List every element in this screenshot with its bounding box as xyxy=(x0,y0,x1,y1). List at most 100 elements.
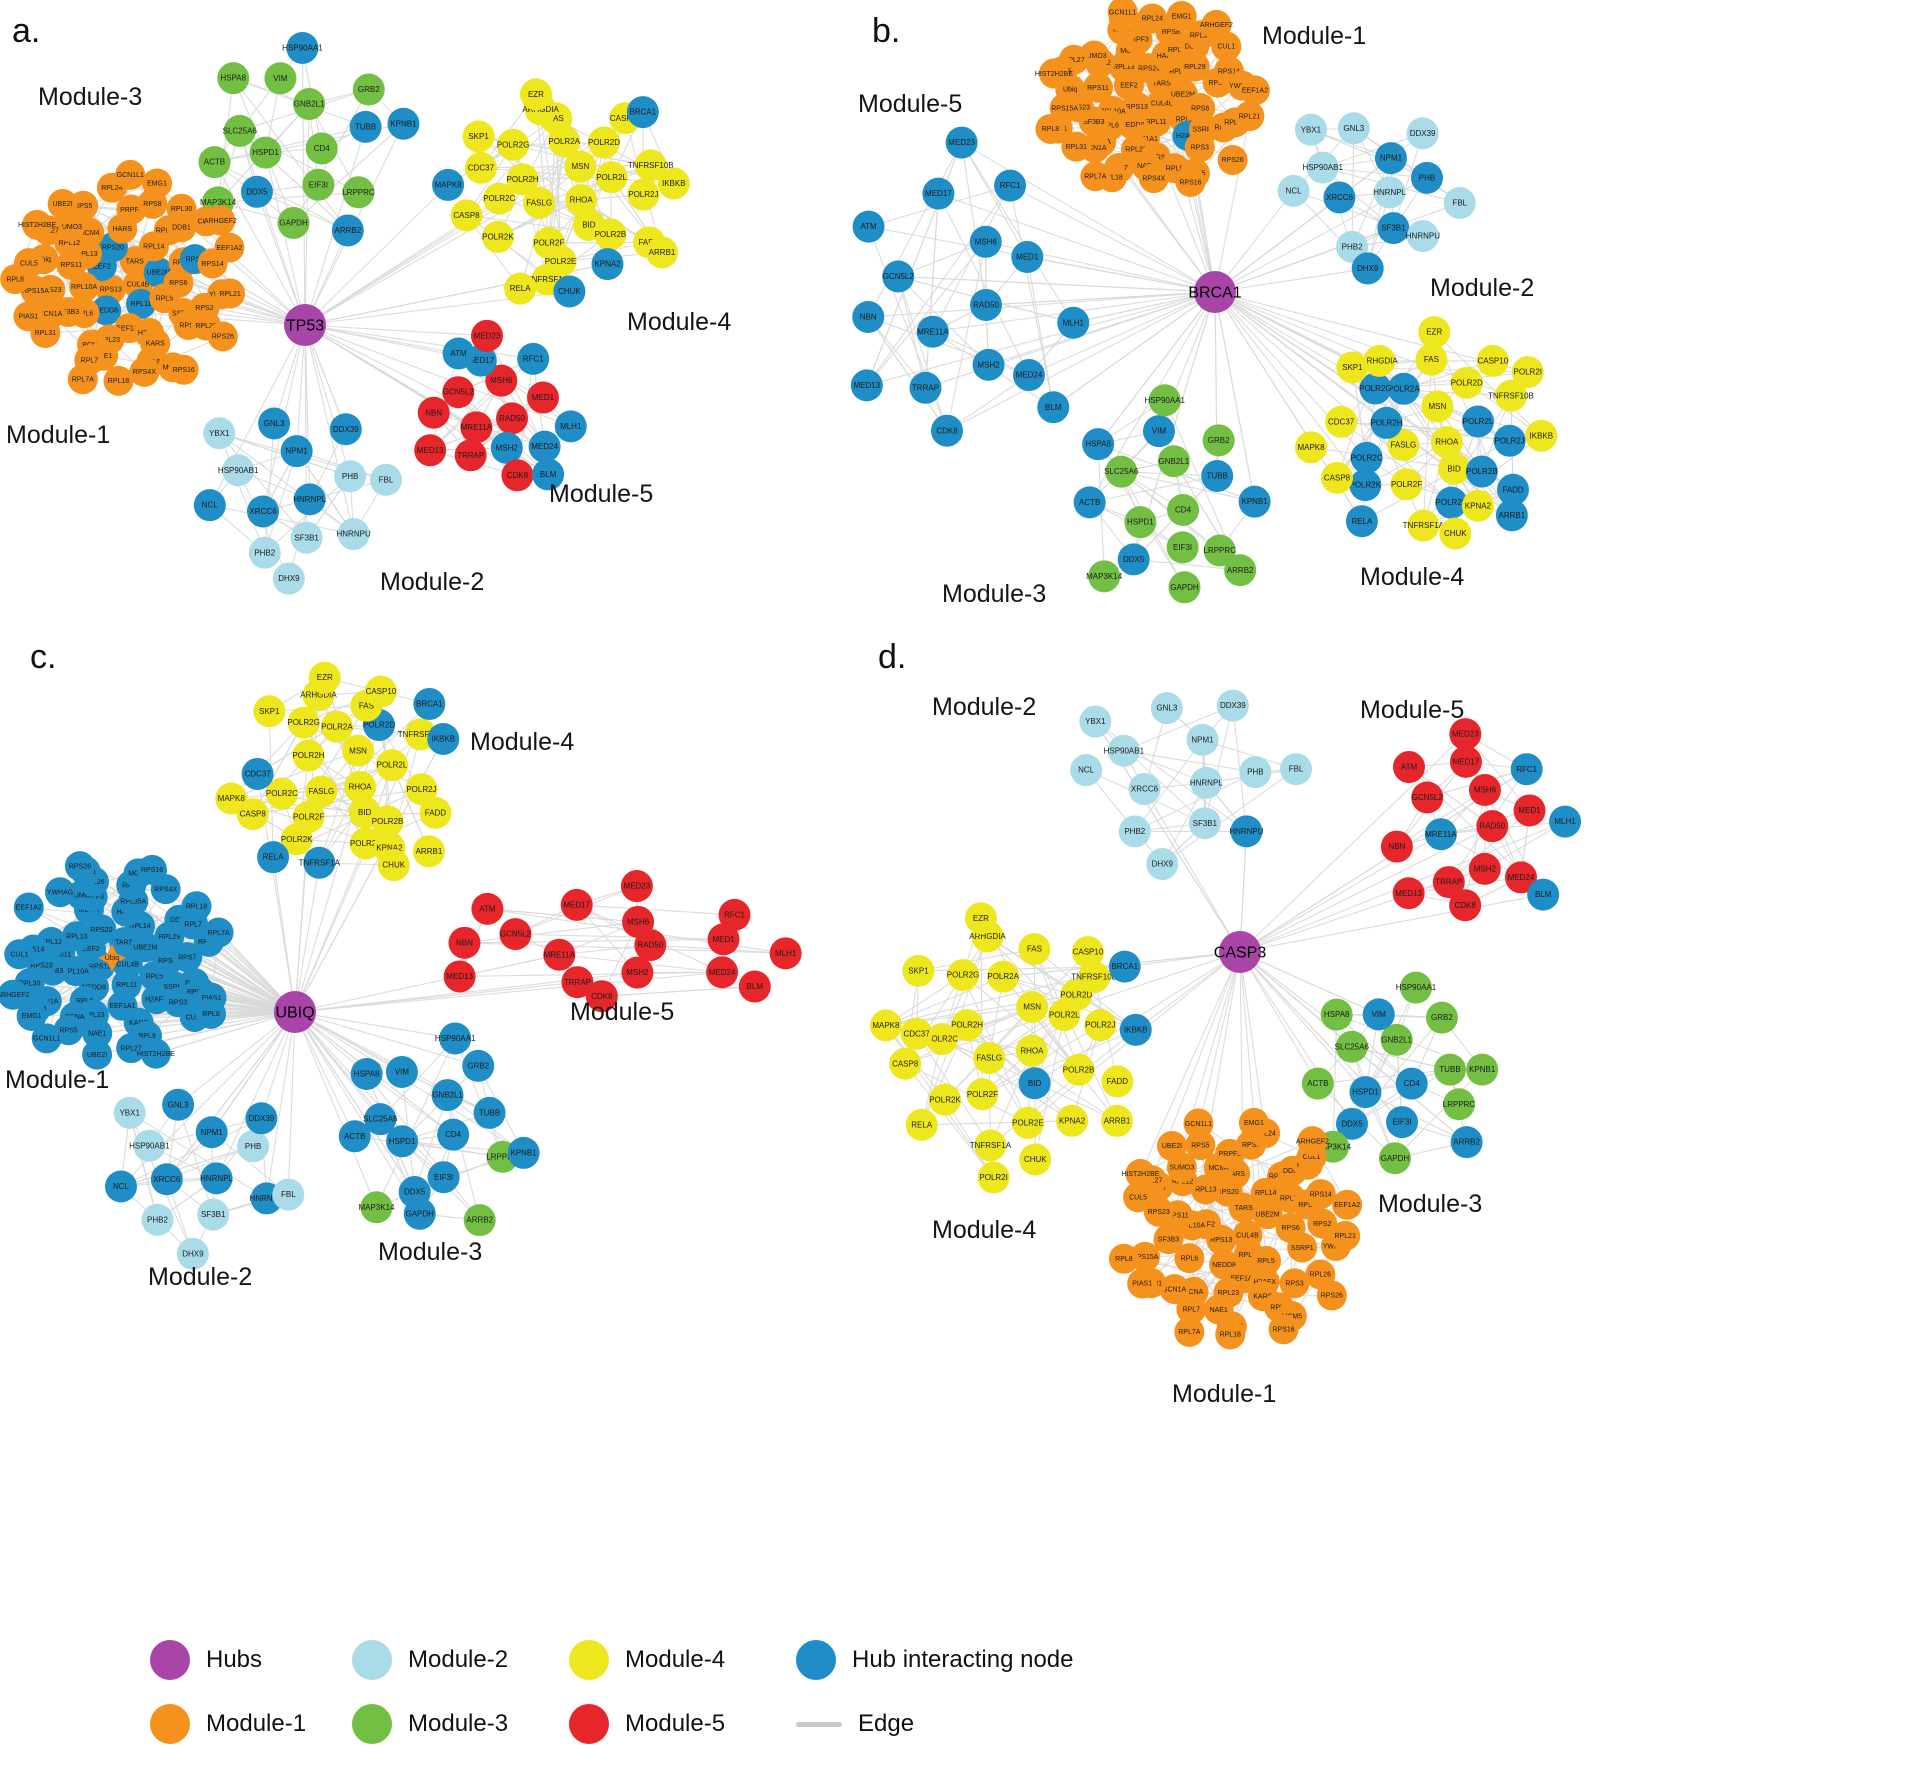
edge xyxy=(1351,1069,1451,1125)
node-label-SF3B1: SF3B1 xyxy=(1193,819,1218,828)
node-RHOA xyxy=(565,184,598,217)
node-label-KPNB1: KPNB1 xyxy=(1469,1065,1496,1074)
edge xyxy=(961,142,1074,324)
panel-letter-c: c. xyxy=(30,638,56,676)
node-label-RPL23: RPL23 xyxy=(1125,147,1147,154)
node-HSPD1 xyxy=(1349,1076,1382,1109)
node-DHX9 xyxy=(176,1237,209,1270)
node-label-SKP1: SKP1 xyxy=(1342,363,1363,372)
node-label-GRB2: GRB2 xyxy=(1431,1013,1453,1022)
node-label-PRPF3: PRPF3 xyxy=(1219,1151,1242,1158)
node-label-POLR2G: POLR2G xyxy=(497,140,529,149)
node-POLR2G xyxy=(497,128,530,161)
node-label-RPL8: RPL8 xyxy=(1115,1256,1133,1263)
node-label-HIST2H2BE: HIST2H2BE xyxy=(1121,1171,1159,1178)
module-label-a-module-3: Module-3 xyxy=(38,83,142,111)
node-EZR xyxy=(964,902,997,935)
node-CDC37 xyxy=(1325,405,1358,438)
node-label-SLC25A6: SLC25A6 xyxy=(363,1115,398,1124)
node-RPL7A xyxy=(1080,161,1111,192)
node-label-RPL11: RPL11 xyxy=(131,301,152,308)
node-label-ACTB: ACTB xyxy=(1307,1079,1328,1088)
node-label-RPS13: RPS13 xyxy=(1126,104,1148,111)
node-label-DHX9: DHX9 xyxy=(1152,860,1174,869)
edge xyxy=(166,1011,296,1180)
edge xyxy=(1239,951,1319,1084)
edge xyxy=(294,1011,356,1137)
node-label-IKBKB: IKBKB xyxy=(431,735,455,744)
node-label-RPL12: RPL12 xyxy=(59,240,81,247)
module-label-b-module-1: Module-1 xyxy=(1262,22,1366,50)
module-label-c-module-1: Module-1 xyxy=(5,1066,109,1094)
edge xyxy=(1123,705,1234,752)
module-5-swatch-icon xyxy=(569,1704,609,1744)
edge xyxy=(961,142,1216,293)
node-label-SUMO3: SUMO3 xyxy=(1082,53,1107,60)
node-label-UBE2M: UBE2M xyxy=(147,270,171,277)
edge xyxy=(866,241,987,386)
node-label-PRPF3: PRPF3 xyxy=(1126,37,1149,44)
node-EIF3I xyxy=(1166,531,1199,564)
node-label-BRCA1: BRCA1 xyxy=(416,700,443,709)
hub-label-TP53: TP53 xyxy=(286,317,324,334)
node-label-ARHGDIA: ARHGDIA xyxy=(300,691,337,700)
module-label-c-module-4: Module-4 xyxy=(470,728,574,756)
node-RPL31 xyxy=(1061,131,1092,162)
node-label-EEF1A2: EEF1A2 xyxy=(216,245,242,252)
legend-item-module-5: Module-5 xyxy=(569,1704,784,1744)
edge xyxy=(296,324,306,452)
node-TNFRSF1A xyxy=(303,846,336,879)
node-CASP10 xyxy=(1071,936,1104,969)
node-RPL8 xyxy=(195,998,226,1029)
node-label-MED17: MED17 xyxy=(467,356,494,365)
node-PHB2 xyxy=(248,536,281,569)
node-POLR2D xyxy=(1450,366,1483,399)
node-CHUK xyxy=(377,849,410,882)
edge xyxy=(454,1038,504,1158)
node-label-RPL10A: RPL10A xyxy=(1179,1223,1205,1230)
legend-label-module-5: Module-5 xyxy=(625,1710,726,1737)
node-label-POLR2K: POLR2K xyxy=(482,232,514,241)
node-label-EEF2: EEF2 xyxy=(93,263,111,270)
node-EZR xyxy=(519,78,552,111)
node-CASP10 xyxy=(1476,344,1509,377)
edge xyxy=(1214,267,1368,293)
node-label-RPS14: RPS14 xyxy=(1218,69,1240,76)
node-CUL5 xyxy=(1123,1182,1154,1213)
edge xyxy=(447,1094,481,1221)
node-label-GRB2: GRB2 xyxy=(467,1061,489,1070)
node-label-ARHGEF2: ARHGEF2 xyxy=(204,218,237,225)
module-label-c-module-3: Module-3 xyxy=(378,1238,482,1266)
node-ARHGDIA xyxy=(1363,344,1396,377)
node-label-RPS3: RPS3 xyxy=(169,999,187,1006)
edge xyxy=(1085,769,1163,865)
node-KPNB1 xyxy=(1466,1053,1499,1086)
node-label-MLH1: MLH1 xyxy=(775,949,797,958)
hub-label-CASP3: CASP3 xyxy=(1214,944,1267,961)
node-label-RFC1: RFC1 xyxy=(724,910,745,919)
node-YBX1 xyxy=(113,1096,146,1129)
node-TRRAP xyxy=(909,371,942,404)
node-label-CUL1: CUL1 xyxy=(1303,1154,1321,1161)
module-label-d-module-5: Module-5 xyxy=(1360,696,1464,724)
edge xyxy=(1239,951,1379,1015)
edge xyxy=(239,130,306,326)
node-label-FADD: FADD xyxy=(425,808,447,817)
edge xyxy=(218,432,308,539)
node-FBL xyxy=(272,1178,305,1211)
edge xyxy=(217,78,234,203)
panel-b-nodes: CUL4BRPS13TARSRPL11EEF2UBE2MNEDD8RPS20RP… xyxy=(850,0,1558,608)
node-label-CUL5: CUL5 xyxy=(1129,1194,1147,1201)
legend-label-module-1: Module-1 xyxy=(206,1710,307,1737)
star-node-label: Ubiq xyxy=(105,955,120,962)
node-POLR2B xyxy=(371,805,404,838)
node-EZR xyxy=(308,661,341,694)
node-label-TUBB: TUBB xyxy=(355,122,376,131)
edge xyxy=(304,324,311,500)
node-SF3B1 xyxy=(290,521,323,554)
node-HNRNPL xyxy=(293,483,326,516)
node-label-CASP8: CASP8 xyxy=(892,1059,919,1068)
edge xyxy=(1239,825,1493,953)
node-label-PHB: PHB xyxy=(342,472,358,481)
node-label-GCN1L1: GCN1L1 xyxy=(1109,9,1136,16)
